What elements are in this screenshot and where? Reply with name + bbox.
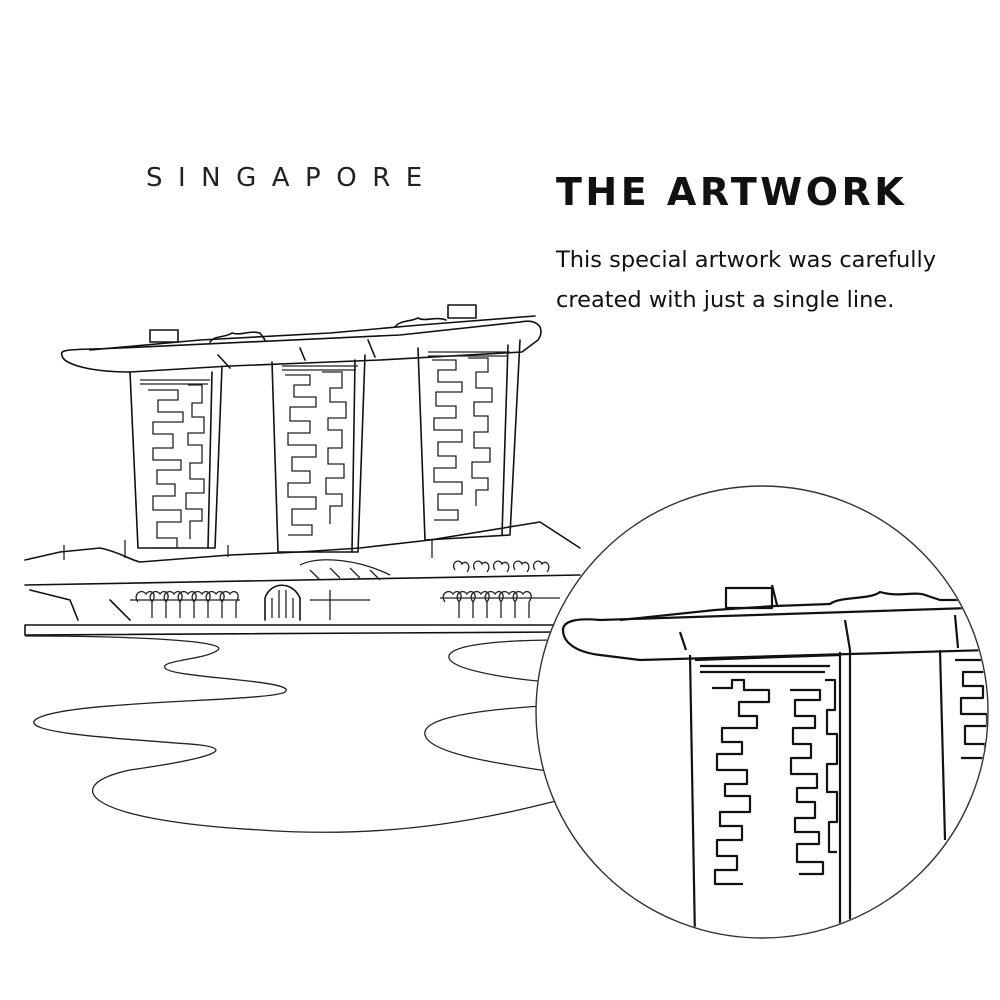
artwork-description: This special artwork was carefully creat…: [556, 240, 986, 320]
podium-waterfront: [24, 521, 581, 636]
water-lines: [24, 635, 561, 833]
detail-zoom-circle: [535, 485, 989, 939]
description-line-1: This special artwork was carefully: [556, 247, 937, 273]
description-line-2: created with just a single line.: [556, 287, 895, 313]
city-label: SINGAPORE: [146, 163, 438, 193]
artwork-heading: THE ARTWORK: [556, 170, 908, 214]
trees: [135, 560, 550, 618]
tower-2: [271, 354, 366, 553]
skypark-deck: [60, 304, 542, 373]
tower-3: [417, 339, 521, 541]
tower-1: [129, 365, 223, 549]
